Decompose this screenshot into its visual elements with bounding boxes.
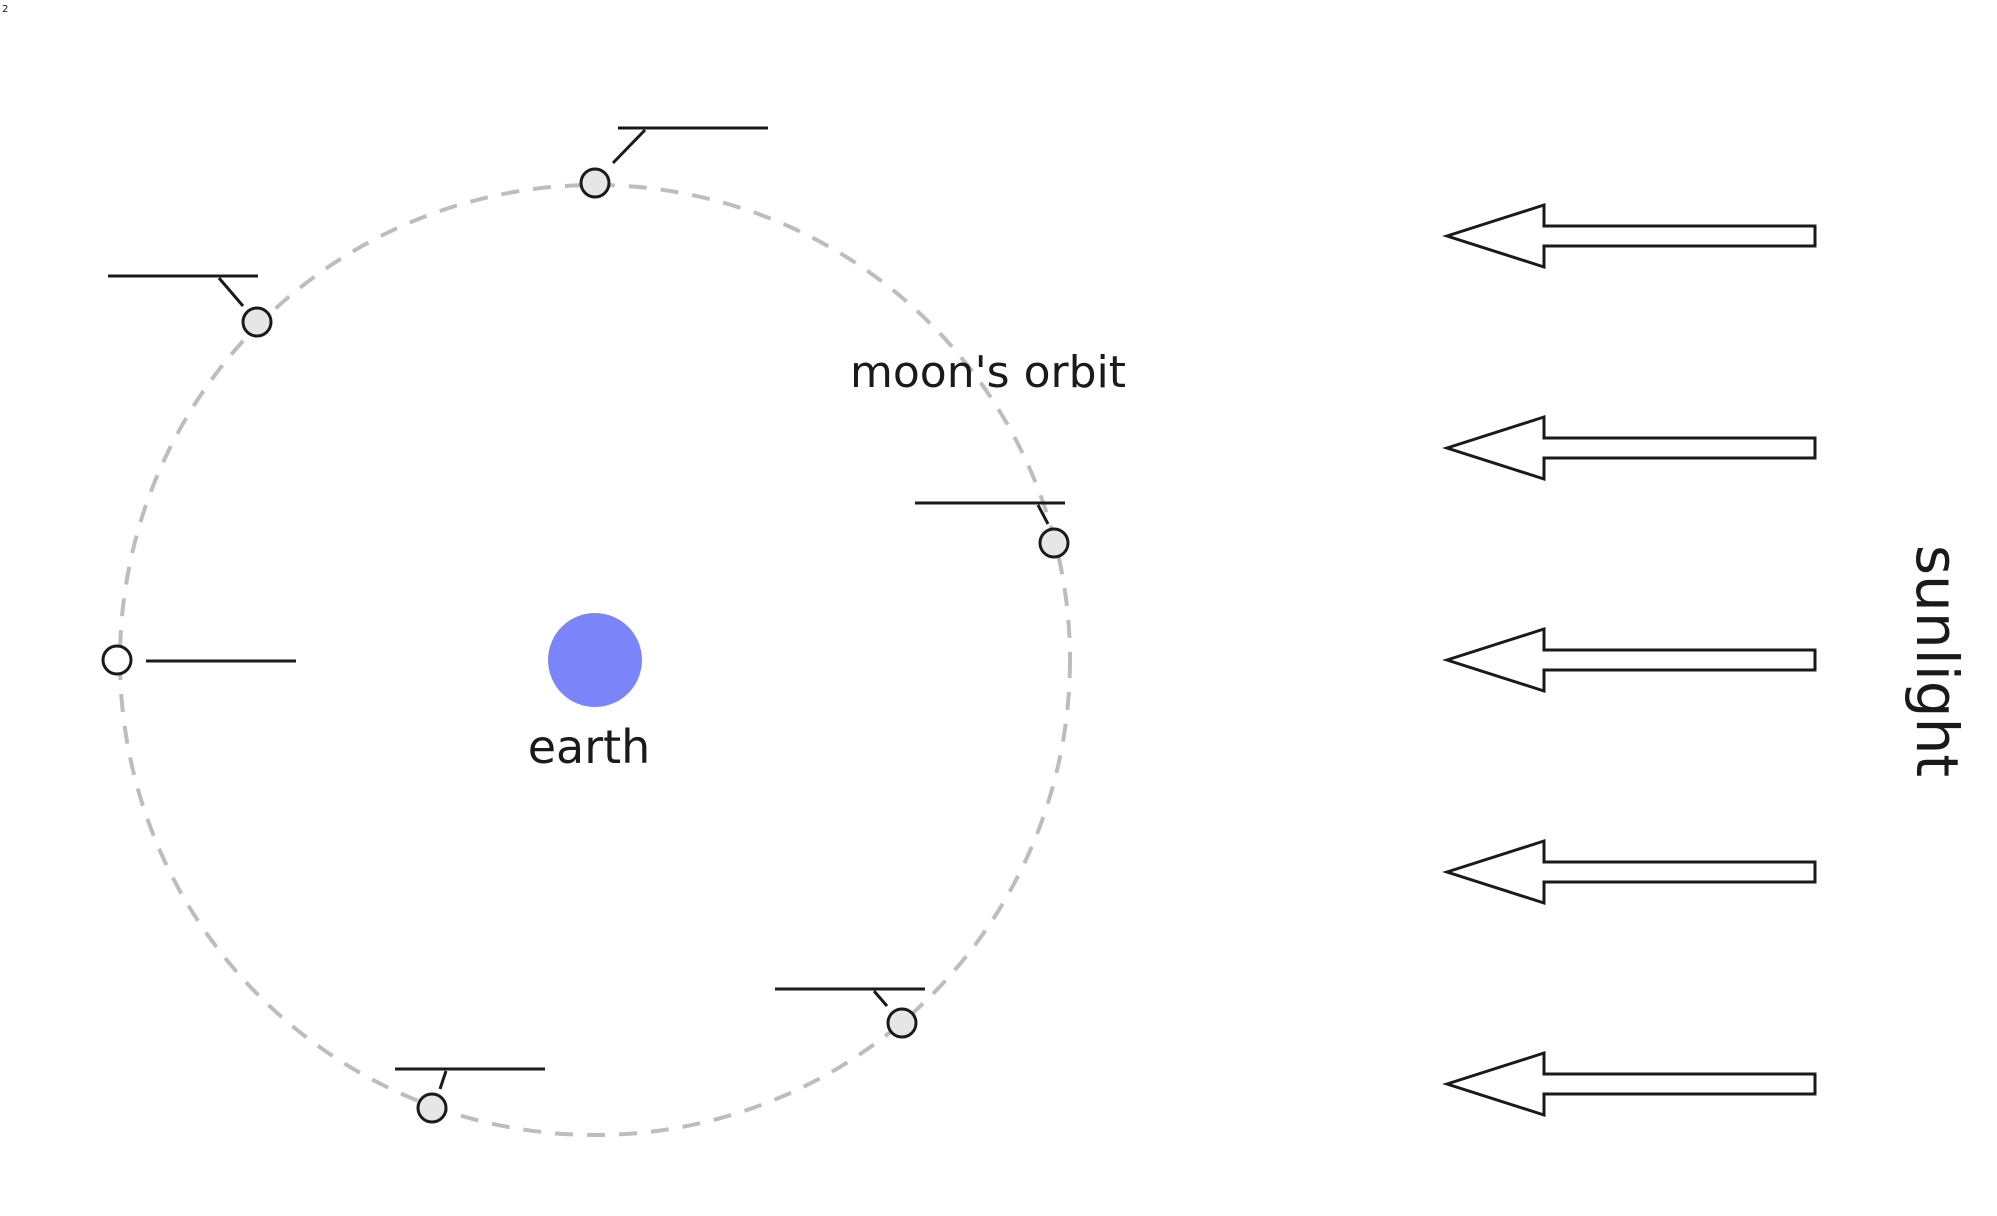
sunlight-arrow [1442, 202, 1817, 270]
orbit-label: moon's orbit [850, 347, 1126, 398]
moon-position-left [101, 644, 296, 676]
moon [101, 644, 133, 676]
sunlight-arrow [1442, 626, 1817, 694]
sunlight-arrow [1442, 414, 1817, 482]
corner-mark: 2 [2, 4, 8, 15]
sunlight-arrow [1442, 838, 1817, 906]
moon [1038, 527, 1070, 559]
sunlight-arrow [1442, 1050, 1817, 1118]
moon-position-top [579, 126, 768, 199]
moon-position-upper-left [108, 274, 273, 338]
sunlight-arrows [1442, 202, 1817, 1118]
moon [886, 1007, 918, 1039]
moon-position-bottom [395, 1067, 545, 1124]
moon-position-lower-right [775, 987, 925, 1039]
moon [416, 1092, 448, 1124]
moon [579, 167, 611, 199]
sunlight-label: sunlight [1903, 545, 1971, 777]
earth [548, 613, 642, 707]
moon-position-right [915, 501, 1070, 559]
earth-label: earth [528, 720, 651, 774]
moon-orbit [118, 183, 1072, 1137]
moon [241, 306, 273, 338]
